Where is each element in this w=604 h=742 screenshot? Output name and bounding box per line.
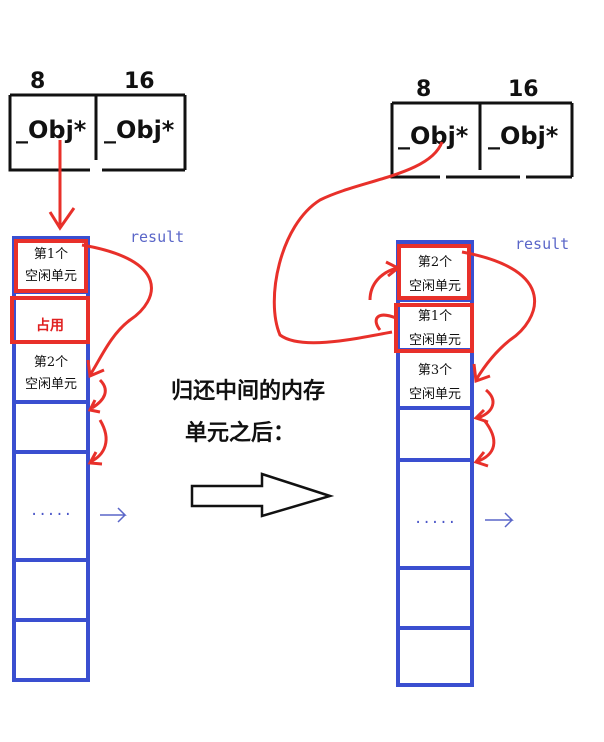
right-cell-1-line1: 第2个 [418,255,452,270]
right-slot-8: _Obj* [398,122,469,150]
left-continue-arrow [100,507,127,523]
caption-line-1: 归还中间的内存 [171,378,325,404]
right-cell-3-line1: 第3个 [418,363,452,378]
left-index-8: 8 [30,69,45,94]
left-free-cell-1-highlight [14,239,88,293]
left-used-cell-highlight [10,296,90,344]
right-index-8: 8 [416,77,431,102]
right-cell-2-line2: 空闲单元 [409,333,461,348]
transition-arrow-icon [190,472,335,518]
left-result-label: result [130,228,184,246]
left-free-list-header: 8 16 _Obj* _Obj* [8,69,187,172]
left-cell-1-line1: 第1个 [34,247,68,262]
right-slot-16: _Obj* [488,122,559,150]
left-header-box [8,93,187,172]
left-slot-8: _Obj* [16,116,87,144]
left-cell-1-line2: 空闲单元 [25,269,77,284]
right-free-list-header: 8 16 _Obj* _Obj* [390,77,574,179]
right-free-cell-2-highlight [397,244,471,300]
right-ellipsis: ..... [414,511,456,527]
left-arrows [48,140,153,466]
left-memory-column [12,236,90,682]
right-index-16: 16 [508,77,539,102]
right-free-cell-1-highlight [394,303,474,353]
right-cell-2-line1: 第1个 [418,309,452,324]
left-cell-2-line2: 空闲单元 [25,377,77,392]
caption-line-2: 单元之后： [185,420,295,446]
right-continue-arrow [485,512,514,528]
left-index-16: 16 [124,69,155,94]
left-used-cell: 占用 [36,317,64,334]
left-cell-2-line1: 第2个 [34,355,68,370]
right-cell-1-line2: 空闲单元 [409,279,461,294]
right-cell-3-line2: 空闲单元 [409,387,461,402]
left-ellipsis: ..... [30,503,72,519]
right-result-label: result [515,235,569,253]
right-arrows [272,141,537,468]
left-slot-16: _Obj* [104,116,175,144]
